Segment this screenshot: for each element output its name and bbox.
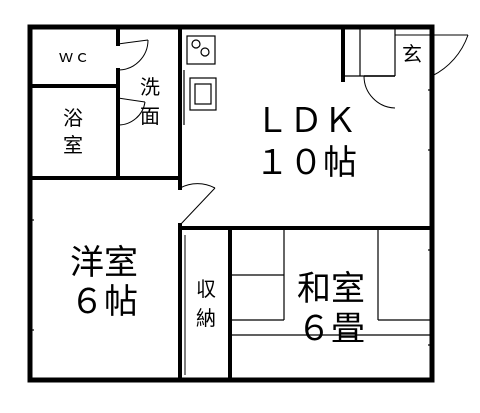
entrance-label: 玄 [402,42,422,66]
western-room-label-line1: 洋室 [70,243,138,283]
stove-icon [186,35,216,65]
japanese-room-label-line1: 和室 [297,269,365,309]
door-wc [117,39,149,71]
ldk-label-line2: １０帖 [255,143,357,183]
ldk-label-line1: ＬＤＫ [255,101,357,141]
interior-walls [28,25,434,382]
room-labels: ｗｃ 浴 室 洗 面 玄 ＬＤＫ １０帖 洋室 ６帖 収 納 和室 ６畳 [58,42,422,349]
sink-icon [189,77,217,111]
door-entrance [395,34,469,77]
bath-label-line2: 室 [63,133,83,157]
wash-label-line2: 面 [140,104,160,128]
bath-label-line1: 浴 [63,106,83,130]
doors [117,34,469,375]
wc-label: ｗｃ [58,47,90,66]
kitchen [183,35,217,125]
western-room-label-line2: ６帖 [70,282,138,322]
storage-label-line1: 収 [196,277,216,301]
door-ldk-entrance [363,75,396,109]
wash-label-line1: 洗 [140,75,160,99]
storage-label-line2: 納 [196,306,216,330]
japanese-room-label-line2: ６畳 [297,309,365,349]
door-western [179,183,216,226]
door-bath [117,97,146,126]
